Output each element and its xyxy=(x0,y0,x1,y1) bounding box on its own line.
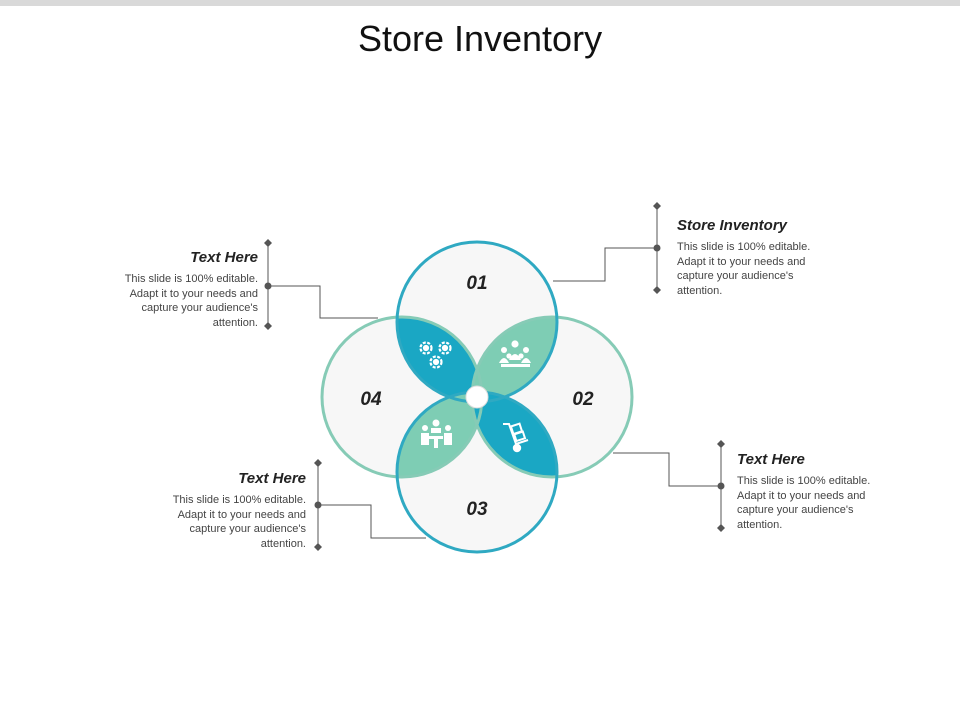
callout-heading: Text Here xyxy=(737,451,805,468)
callout-heading: Store Inventory xyxy=(677,217,788,234)
connector-bottom-left xyxy=(318,504,426,539)
top-bar xyxy=(0,0,960,6)
page-title: Store Inventory xyxy=(357,18,603,59)
callout-body: This slide is 100% editable. Adapt it to… xyxy=(737,475,871,531)
connector-lines xyxy=(267,206,722,547)
number-01: 01 xyxy=(466,273,487,294)
connector-markers xyxy=(264,202,725,551)
connector-bottom-right xyxy=(613,452,721,487)
callout-top-left: Text Here This slide is 100% editable. A… xyxy=(118,249,258,330)
callout-heading: Text Here xyxy=(238,470,306,487)
callout-body: This slide is 100% editable. Adapt it to… xyxy=(172,494,306,550)
callout-body: This slide is 100% editable. Adapt it to… xyxy=(677,241,811,297)
callout-body: This slide is 100% editable. Adapt it to… xyxy=(124,273,258,329)
callout-bottom-left: Text Here This slide is 100% editable. A… xyxy=(166,470,306,551)
number-02: 02 xyxy=(572,389,594,410)
hand-truck-icon xyxy=(503,422,529,453)
connector-top-left xyxy=(268,285,378,319)
callout-top-right: Store Inventory This slide is 100% edita… xyxy=(677,217,817,298)
callout-bottom-right: Text Here This slide is 100% editable. A… xyxy=(737,451,877,532)
gears-icon xyxy=(419,341,452,369)
connector-top-right xyxy=(553,247,657,282)
callout-heading: Text Here xyxy=(190,249,258,266)
number-04: 04 xyxy=(360,389,382,410)
team-icon xyxy=(499,340,531,367)
center-dot xyxy=(465,385,489,409)
meeting-icon xyxy=(421,419,452,448)
number-03: 03 xyxy=(466,499,488,520)
